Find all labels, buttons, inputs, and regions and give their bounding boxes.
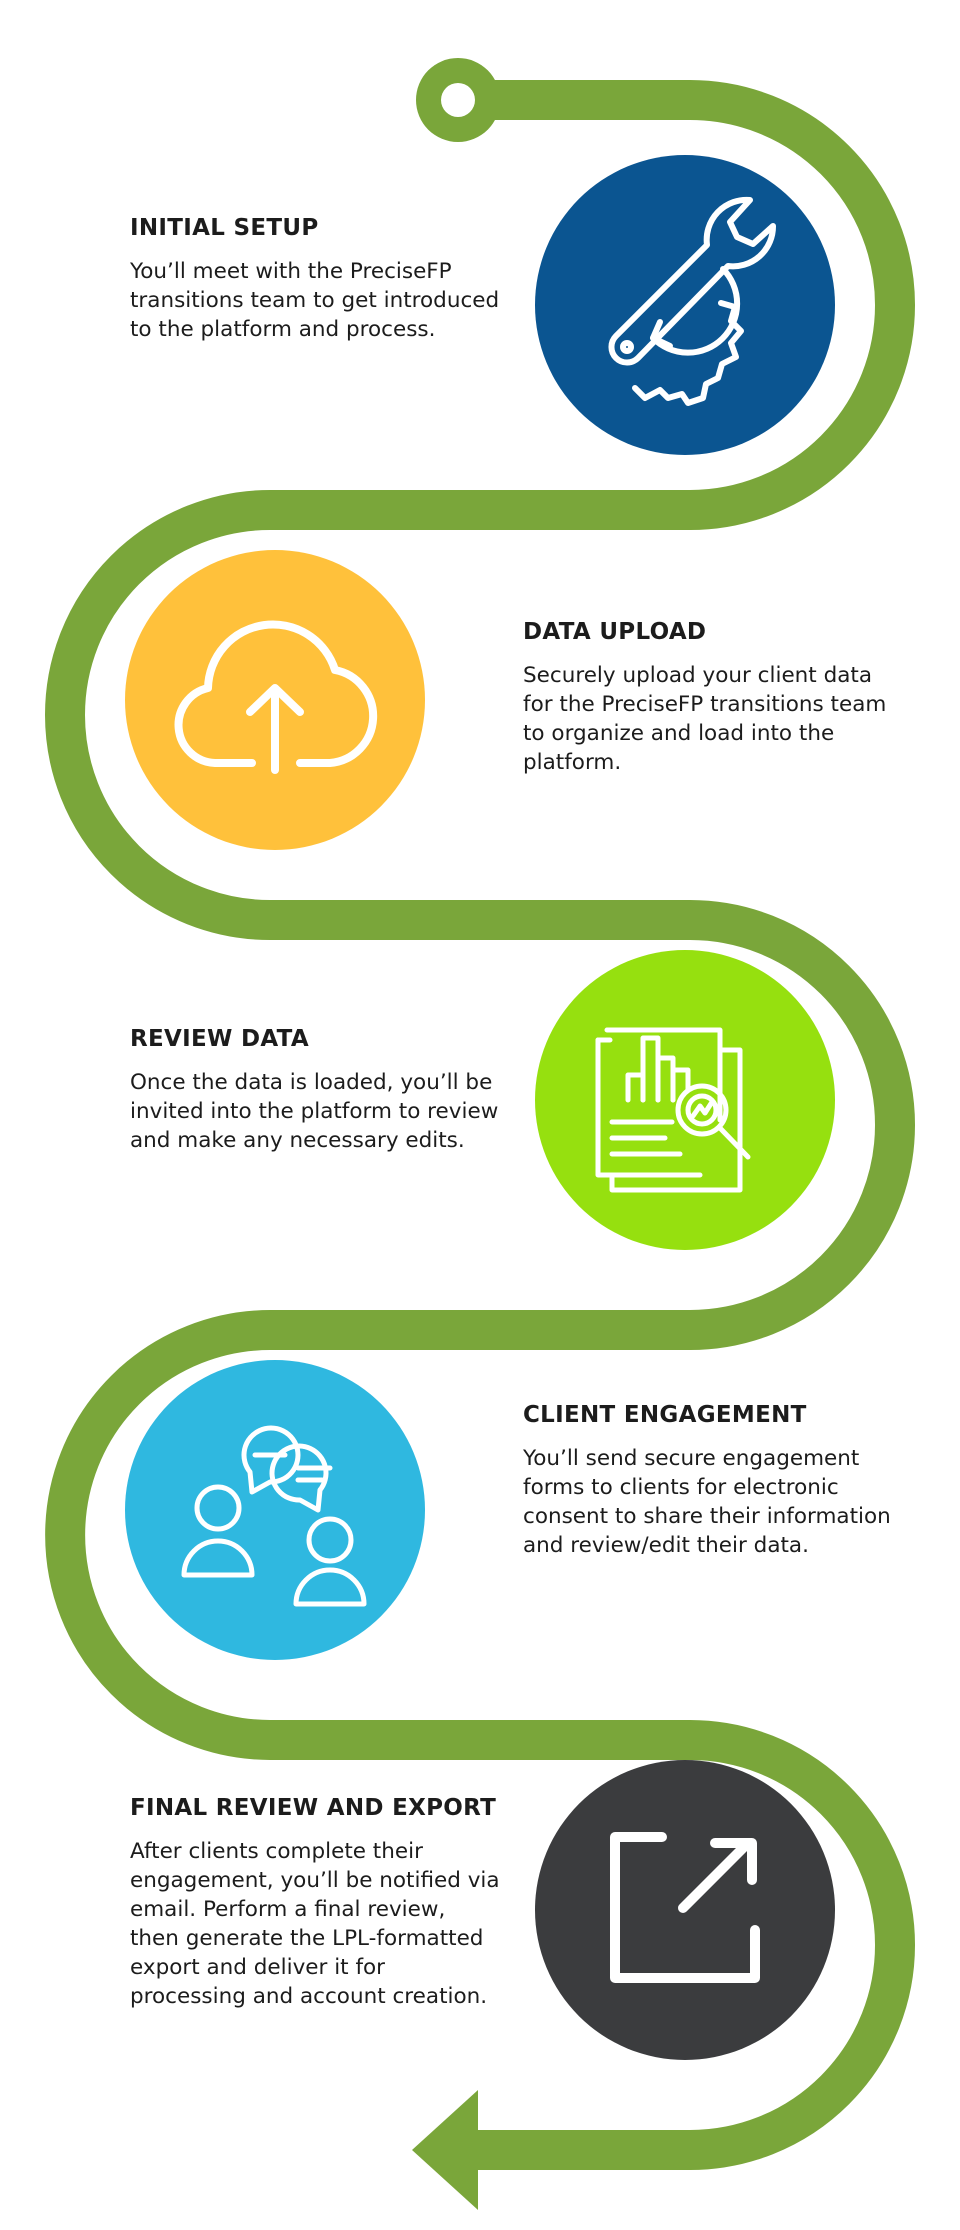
step-5-text: FINAL REVIEW AND EXPORT After clients co… [130, 1793, 500, 2011]
external-link-icon [610, 1832, 760, 1983]
step-5-icon-group [535, 1760, 835, 2060]
step-2-title: DATA UPLOAD [523, 619, 707, 645]
step-4-circle [125, 1360, 425, 1660]
step-5-title: FINAL REVIEW AND EXPORT [130, 1795, 497, 1821]
step-2-text: DATA UPLOAD Securely upload your client … [523, 617, 893, 777]
step-5-description: After clients complete their engagement,… [130, 1839, 500, 2009]
step-1-text: INITIAL SETUP You’ll meet with the Preci… [130, 213, 500, 344]
step-2-description: Securely upload your client data for the… [523, 663, 887, 775]
step-1-description: You’ll meet with the PreciseFP transitio… [130, 259, 500, 342]
step-4-icon-group [125, 1360, 425, 1660]
cloud-upload-icon [174, 620, 378, 774]
step-1-icon-group [535, 155, 835, 455]
users-chat-icon [181, 1425, 367, 1607]
step-3-text: REVIEW DATA Once the data is loaded, you… [130, 1024, 500, 1155]
document-chart-magnifier-icon [595, 1027, 751, 1193]
step-3-title: REVIEW DATA [130, 1026, 309, 1052]
step-4-title: CLIENT ENGAGEMENT [523, 1402, 807, 1428]
wrench-gear-icon [608, 196, 777, 406]
step-2-icon-group [125, 550, 425, 850]
step-4-description: You’ll send secure engagement forms to c… [523, 1446, 891, 1558]
start-marker-hole [441, 83, 475, 117]
step-1-title: INITIAL SETUP [130, 215, 319, 241]
step-4-text: CLIENT ENGAGEMENT You’ll send secure eng… [523, 1400, 893, 1560]
step-3-description: Once the data is loaded, you’ll be invit… [130, 1070, 499, 1153]
serpentine-path [45, 80, 915, 2170]
step-3-icon-group [535, 950, 835, 1250]
step-3-circle [535, 950, 835, 1250]
end-arrow [412, 2090, 478, 2210]
step-1-circle [535, 155, 835, 455]
